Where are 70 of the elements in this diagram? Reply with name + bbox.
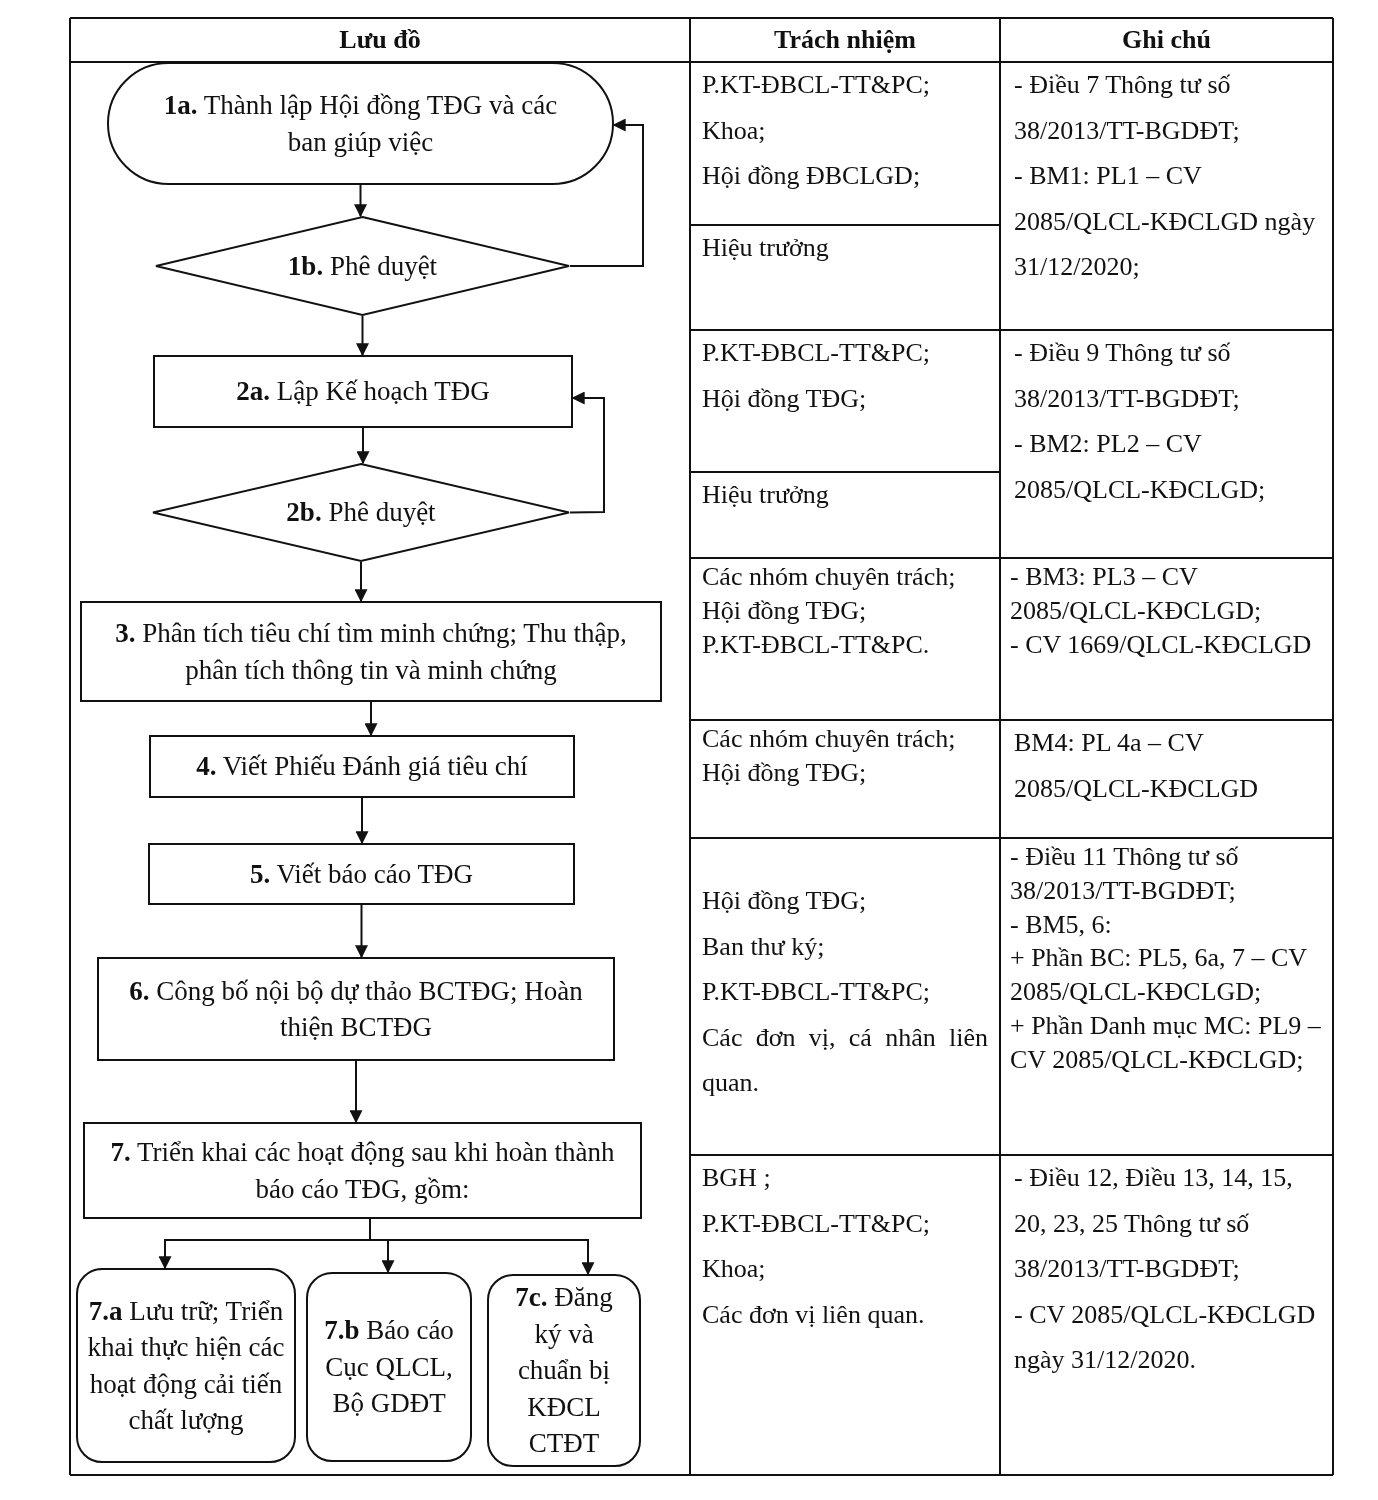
responsibility-text: P.KT-ĐBCL-TT&PC. [702, 628, 931, 661]
arrow [356, 315, 369, 357]
step-text: 7c. Đăng ký và chuẩn bị KĐCL CTĐT [514, 1281, 614, 1461]
responsibility-text: Hội đồng TĐG; [702, 756, 868, 789]
responsibility-text: P.KT-ĐBCL-TT&PC; [702, 1207, 932, 1240]
note-text: - Điều 11 Thông tư số 38/2013/TT-BGDĐT; [1010, 841, 1240, 907]
step-text: 3. Phân tích tiêu chí tìm minh chứng; Thu thập, phân tích thông tin và minh chứng [114, 617, 628, 687]
arrow [569, 118, 644, 267]
note-text: - Điều 12, Điều 13, 14, 15, 20, 23, 25 Thông tư số 38/2013/TT-BGDĐT; [1014, 1162, 1294, 1285]
responsibility-text: Ban thư ký; [702, 930, 826, 963]
note-text: BM4: PL 4a – CV 2085/QLCL-KĐCLGD [1014, 727, 1260, 805]
process-box [487, 1274, 641, 1467]
arrow [354, 184, 367, 218]
step-text: 7. Triển khai các hoạt động sau khi hoàn thành báo cáo TĐG, gồm: [109, 1136, 616, 1206]
responsibility-text: Hội đồng ĐBCLGD; [702, 160, 922, 192]
column-header: Lưu đồ [338, 24, 422, 57]
process-box [83, 1122, 642, 1219]
note-text: - Điều 7 Thông tư số 38/2013/TT-BGDĐT; [1014, 69, 1241, 147]
process-box [148, 843, 575, 905]
arrow [355, 797, 369, 845]
note-text: - CV 1669/QLCL-KĐCLGD [1010, 628, 1313, 661]
process-box [149, 735, 575, 798]
decision-diamond [152, 463, 570, 562]
responsibility-text: P.KT-ĐBCL-TT&PC; [702, 69, 932, 101]
decision-diamond [155, 216, 570, 316]
step-text: 2b. Phê duyệt [286, 496, 436, 530]
responsibility-text: P.KT-ĐBCL-TT&PC; [702, 976, 932, 1008]
process-box [97, 957, 615, 1061]
process-box [153, 355, 573, 428]
responsibility-text: Các nhóm chuyên trách; [702, 561, 957, 593]
note-text: - Điều 9 Thông tư số 38/2013/TT-BGDĐT; [1014, 337, 1241, 415]
arrow [355, 904, 368, 959]
responsibility-text: Hội đồng TĐG; [702, 382, 868, 415]
step-text: 5. Viết báo cáo TĐG [249, 857, 474, 891]
responsibility-text: Khoa; [702, 114, 767, 147]
responsibility-text: Các đơn vị liên quan. [702, 1298, 926, 1331]
step-text: 7.b Báo cáo Cục QLCL, Bộ GDĐT [323, 1314, 455, 1421]
column-header: Trách nhiệm [773, 24, 917, 57]
responsibility-text: BGH ; [702, 1162, 772, 1194]
step-text: 1a. Thành lập Hội đồng TĐG và các ban giúp việc [162, 89, 559, 159]
responsibility-text: P.KT-ĐBCL-TT&PC; [702, 337, 932, 369]
responsibility-text: Hội đồng TĐG; [702, 885, 868, 917]
note-text: - CV 2085/QLCL-KĐCLGD ngày 31/12/2020. [1014, 1298, 1317, 1376]
note-text: + Phần Danh mục MC: PL9 – CV 2085/QLCL-KĐCLGD; [1010, 1010, 1322, 1076]
note-text: - BM1: PL1 – CV 2085/QLCL-KĐCLGD ngày 31/12/2020; [1014, 160, 1317, 283]
arrow [356, 427, 370, 465]
note-text: - BM2: PL2 – CV 2085/QLCL-KĐCLGD; [1014, 428, 1267, 506]
step-text: 2a. Lập Kế hoạch TĐG [236, 375, 490, 409]
step-text: 1b. Phê duyệt [287, 249, 438, 283]
arrow [569, 391, 605, 514]
responsibility-text: Hội đồng TĐG; [702, 594, 868, 627]
step-text: 6. Công bố nội bộ dự thảo BCTĐG; Hoàn thiện BCTĐG [128, 974, 584, 1044]
responsibility-text: Các đơn vị, cá nhân liên quan. [702, 1021, 988, 1099]
process-box [76, 1268, 296, 1463]
note-text: + Phần BC: PL5, 6a, 7 – CV 2085/QLCL-KĐCLGD; [1010, 942, 1308, 1009]
process-box [306, 1272, 472, 1462]
responsibility-text: Hiệu trưởng [702, 479, 830, 511]
responsibility-text: Khoa; [702, 1253, 767, 1285]
responsibility-text: Các nhóm chuyên trách; [702, 723, 957, 755]
step-text: 4. Viết Phiếu Đánh giá tiêu chí [196, 750, 528, 784]
column-header: Ghi chú [1121, 24, 1212, 57]
process-box [80, 601, 662, 702]
arrow [354, 561, 368, 603]
arrow [369, 1218, 595, 1276]
note-text: - BM3: PL3 – CV 2085/QLCL-KĐCLGD; [1010, 561, 1263, 627]
step-text: 7.a Lưu trữ; Triển khai thực hiện các hoạt động cải tiến chất lượng [86, 1294, 286, 1437]
arrow [349, 1060, 363, 1124]
arrow [364, 701, 378, 737]
responsibility-text: Hiệu trưởng [702, 232, 830, 264]
note-text: - BM5, 6: [1010, 908, 1113, 941]
